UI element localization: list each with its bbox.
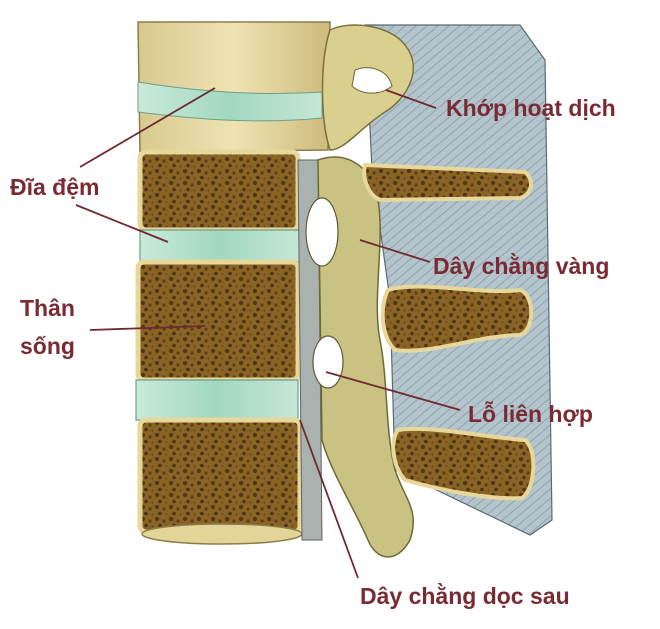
spinous-process-1 — [364, 165, 531, 200]
spinous-process-3 — [393, 429, 533, 498]
vertebral-body-1 — [140, 152, 298, 230]
vertebral-body-2 — [138, 262, 298, 380]
vertebral-body-3 — [140, 420, 300, 532]
intervertebral-disc-2 — [136, 380, 298, 420]
label-posterior-ligament: Dây chằng dọc sau — [360, 582, 570, 609]
label-vertebral-body-line2: sống — [20, 333, 75, 359]
label-foramen: Lỗ liên hợp — [468, 400, 593, 427]
intervertebral-disc-1 — [140, 230, 300, 262]
label-synovial-joint: Khớp hoạt dịch — [446, 95, 616, 121]
label-vertebral-body-line1: Thân — [20, 295, 75, 321]
label-ligamentum-flavum: Dây chằng vàng — [433, 252, 609, 279]
intervertebral-foramen-2 — [313, 336, 343, 388]
intervertebral-foramen-1 — [306, 198, 338, 266]
label-disc: Đĩa đệm — [10, 174, 99, 200]
vertebra-base — [142, 524, 302, 544]
